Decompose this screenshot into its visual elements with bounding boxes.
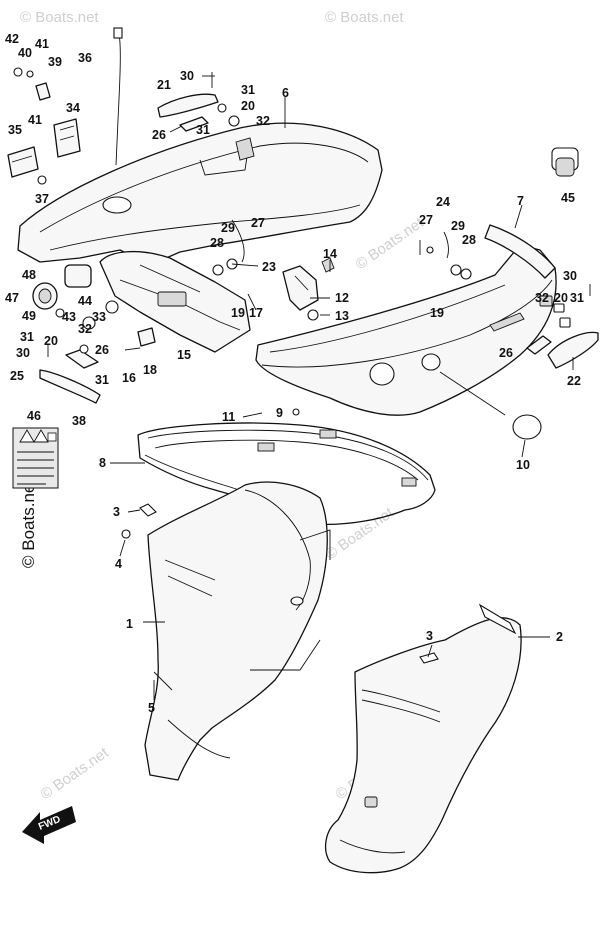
callout-35: 35 — [8, 123, 22, 137]
callout-30-left: 30 — [16, 346, 30, 360]
clip-part-3-left — [139, 503, 157, 517]
callout-42: 42 — [5, 32, 19, 46]
callout-13: 13 — [335, 309, 349, 323]
callout-17: 17 — [249, 306, 263, 320]
callout-8: 8 — [99, 456, 106, 470]
callout-28-left: 28 — [210, 236, 224, 250]
bolt-part-5 — [153, 671, 173, 691]
right-grip-parts — [526, 284, 599, 369]
cable-clip-right — [426, 231, 472, 280]
callout-10: 10 — [516, 458, 530, 472]
lower-pan-cover — [99, 250, 251, 353]
callout-43: 43 — [62, 310, 76, 324]
callout-19-left: 19 — [231, 306, 245, 320]
callout-3-left: 3 — [113, 505, 120, 519]
callout-36: 36 — [78, 51, 92, 65]
callout-25: 25 — [10, 369, 24, 383]
watermark-top-left: © Boats.net — [20, 9, 99, 26]
callout-3-right: 3 — [426, 629, 433, 643]
callout-32-right: 32 — [535, 291, 549, 305]
plug-part-10 — [512, 414, 542, 440]
callout-37: 37 — [35, 192, 49, 206]
left-connector-parts — [32, 264, 156, 369]
watermark-bottom-left: © Boats.net — [38, 744, 113, 803]
callout-28-right: 28 — [462, 233, 476, 247]
watermark-top-right: © Boats.net — [325, 9, 404, 26]
callout-41-lower: 41 — [28, 113, 42, 127]
callout-46: 46 — [27, 409, 41, 423]
callout-39: 39 — [48, 55, 62, 69]
callout-30-top: 30 — [180, 69, 194, 83]
callout-31-left: 31 — [20, 330, 34, 344]
callout-47: 47 — [5, 291, 19, 305]
watermark-vertical: © Boats.net — [19, 479, 38, 568]
callout-29-left: 29 — [221, 221, 235, 235]
callout-49: 49 — [22, 309, 36, 323]
callout-33: 33 — [92, 310, 106, 324]
watermark-mid-right: © Boats.net — [353, 214, 428, 273]
callout-29-right: 29 — [451, 219, 465, 233]
callout-27-right: 27 — [419, 213, 433, 227]
callout-26-top: 26 — [152, 128, 166, 142]
leader-lines — [110, 75, 574, 700]
callout-14: 14 — [323, 247, 337, 261]
callout-32-top: 32 — [256, 114, 270, 128]
bracket-part-12 — [282, 257, 335, 321]
callout-4: 4 — [115, 557, 122, 571]
callout-labels: 1 2 3 3 4 5 6 7 8 9 10 11 12 13 14 15 16… — [5, 32, 584, 715]
forward-arrow-icon: FWD — [22, 806, 76, 844]
callout-24: 24 — [436, 195, 450, 209]
screw-part-11 — [242, 412, 263, 418]
callout-1: 1 — [126, 617, 133, 631]
callout-11: 11 — [222, 410, 235, 424]
callout-21: 21 — [157, 78, 171, 92]
callout-2: 2 — [556, 630, 563, 644]
callout-26-right: 26 — [499, 346, 513, 360]
lower-cover-part-1 — [144, 481, 331, 781]
callout-12: 12 — [335, 291, 349, 305]
callout-9: 9 — [276, 406, 283, 420]
cable-clip-left — [212, 219, 245, 276]
callout-34: 34 — [66, 101, 80, 115]
callout-18: 18 — [143, 363, 157, 377]
caution-label-part-46 — [12, 427, 59, 489]
callout-31-left-lower: 31 — [95, 373, 109, 387]
callout-23: 23 — [262, 260, 276, 274]
lower-cover-part-2 — [324, 603, 522, 874]
callout-32-left: 32 — [78, 322, 92, 336]
callout-40: 40 — [18, 46, 32, 60]
callout-7: 7 — [517, 194, 524, 208]
callout-20-right: 20 — [554, 291, 568, 305]
callout-26-left: 26 — [95, 343, 109, 357]
callout-45: 45 — [561, 191, 575, 205]
pin-part-9 — [292, 408, 300, 416]
callout-31-top-lower: 31 — [196, 123, 210, 137]
callout-5: 5 — [148, 701, 155, 715]
callout-22: 22 — [567, 374, 581, 388]
callout-48: 48 — [22, 268, 36, 282]
callout-30-right: 30 — [563, 269, 577, 283]
callout-20-left: 20 — [44, 334, 58, 348]
callout-38: 38 — [72, 414, 86, 428]
upper-side-cover-left — [17, 122, 383, 266]
handle-part-21 — [157, 72, 240, 132]
upper-side-cover-right — [255, 224, 557, 416]
screw-part-4 — [121, 529, 131, 539]
callout-15: 15 — [177, 348, 191, 362]
callout-16: 16 — [122, 371, 136, 385]
grommet-part-45 — [551, 147, 579, 177]
callout-31-top: 31 — [241, 83, 255, 97]
callout-6: 6 — [282, 86, 289, 100]
callout-27-left: 27 — [251, 216, 265, 230]
callout-41-top: 41 — [35, 37, 49, 51]
left-grip-part-25 — [39, 369, 101, 404]
callout-44: 44 — [78, 294, 92, 308]
callout-20-top: 20 — [241, 99, 255, 113]
callout-31-right: 31 — [570, 291, 584, 305]
upper-left-hardware — [7, 27, 123, 185]
callout-19-right: 19 — [430, 306, 444, 320]
